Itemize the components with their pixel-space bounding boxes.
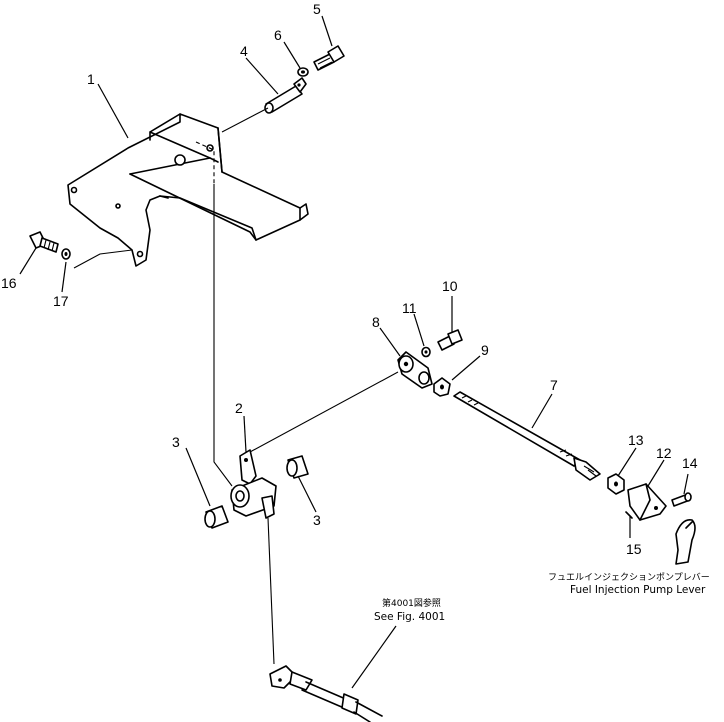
bushing-part-3-left <box>204 505 229 529</box>
callout-17: 17 <box>53 293 69 309</box>
callout-2: 2 <box>235 400 243 416</box>
clevis-part-12 <box>627 483 667 521</box>
callout-8: 8 <box>372 314 380 330</box>
bolt-part-5 <box>313 45 345 71</box>
fig-ref-jp: 第4001図参照 <box>382 597 441 609</box>
nut-part-13 <box>607 473 625 495</box>
pump-lever-en: Fuel Injection Pump Lever <box>570 584 706 596</box>
pump-lever-jp: フュエルインジェクションポンプレバー <box>548 572 710 583</box>
washer-part-6 <box>297 67 309 77</box>
cotter-part-15 <box>625 511 633 519</box>
fig-ref-en: See Fig. 4001 <box>374 611 445 623</box>
washer-part-17 <box>61 248 71 260</box>
callout-12: 12 <box>656 445 672 461</box>
assembly-lines <box>73 107 399 665</box>
callout-11: 11 <box>402 300 417 316</box>
callout-numbers: 1 4 6 5 16 17 8 11 10 9 7 2 3 3 13 12 14… <box>1 1 698 557</box>
callout-7: 7 <box>550 377 558 393</box>
callout-13: 13 <box>628 432 644 448</box>
callout-14: 14 <box>682 455 698 471</box>
leader-lines <box>19 15 689 689</box>
callout-6: 6 <box>274 27 282 43</box>
bolt-part-16 <box>29 231 59 253</box>
bracket-part-1 <box>67 113 309 267</box>
callout-3-left: 3 <box>172 434 180 450</box>
rod-part-7 <box>453 391 601 481</box>
pin-part-4 <box>264 77 307 114</box>
notes: 第4001図参照 See Fig. 4001 フュエルインジェクションポンプレバ… <box>374 572 710 623</box>
callout-15: 15 <box>626 541 642 557</box>
pin-part-14 <box>671 492 692 507</box>
bolt-part-10 <box>437 329 463 351</box>
callout-5: 5 <box>313 1 321 17</box>
callout-4: 4 <box>240 43 248 59</box>
lower-link-rod <box>269 665 383 722</box>
nut-part-9 <box>433 377 451 397</box>
bushing-part-3-right <box>286 455 309 479</box>
callout-1: 1 <box>87 71 95 87</box>
lever-part-2 <box>230 449 277 519</box>
ball-joint-part-8 <box>397 351 433 389</box>
callout-10: 10 <box>442 278 458 294</box>
fuel-injection-pump-lever <box>675 518 696 565</box>
washer-part-11 <box>421 346 431 358</box>
callout-16: 16 <box>1 275 17 291</box>
callout-3-right: 3 <box>313 512 321 528</box>
callout-9: 9 <box>481 342 489 358</box>
